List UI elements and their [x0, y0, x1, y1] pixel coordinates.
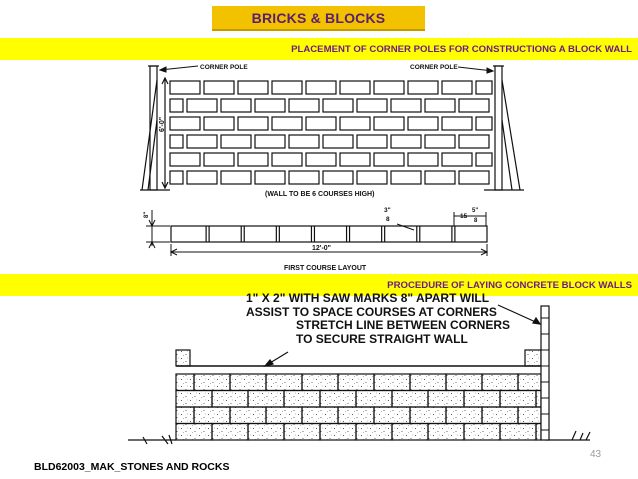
section-heading-laying-blocks: PROCEDURE OF LAYING CONCRETE BLOCK WALLS	[0, 274, 638, 296]
wall-courses-caption: (WALL TO BE 6 COURSES HIGH)	[265, 191, 374, 198]
block-length-dimension: 15	[460, 213, 468, 220]
corner-pole-right-label: CORNER POLE	[410, 64, 458, 71]
block-length-fraction-denominator: 8	[474, 218, 478, 224]
page-number: 43	[590, 449, 602, 460]
course-length-dimension: 12'-0"	[312, 245, 331, 252]
slide-title: BRICKS & BLOCKS	[212, 6, 425, 31]
footer-course-code: BLD62003_MAK_STONES AND ROCKS	[34, 461, 230, 473]
corner-pole-left-label: CORNER POLE	[200, 64, 248, 71]
saw-marks-note-line1: 1" X 2" WITH SAW MARKS 8" APART WILL	[246, 291, 489, 305]
height-dimension: 6'-0"	[159, 117, 166, 132]
section-heading-corner-poles: PLACEMENT OF CORNER POLES FOR CONSTRUCTI…	[0, 38, 638, 60]
stretch-line-note-line2: TO SECURE STRAIGHT WALL	[296, 332, 468, 346]
block-length-fraction-numerator: 5"	[472, 208, 478, 214]
joint-dimension: 3"	[384, 207, 391, 214]
wall-block-courses	[169, 80, 493, 185]
concrete-block-wall	[175, 349, 542, 441]
block-height-dimension: 8"	[144, 212, 150, 218]
joint-dimension-fraction: 8	[386, 216, 390, 223]
stretch-line-note-line1: STRETCH LINE BETWEEN CORNERS	[296, 318, 510, 332]
saw-marks-note-line2: ASSIST TO SPACE COURSES AT CORNERS	[246, 305, 497, 319]
first-course-caption: FIRST COURSE LAYOUT	[284, 265, 367, 272]
